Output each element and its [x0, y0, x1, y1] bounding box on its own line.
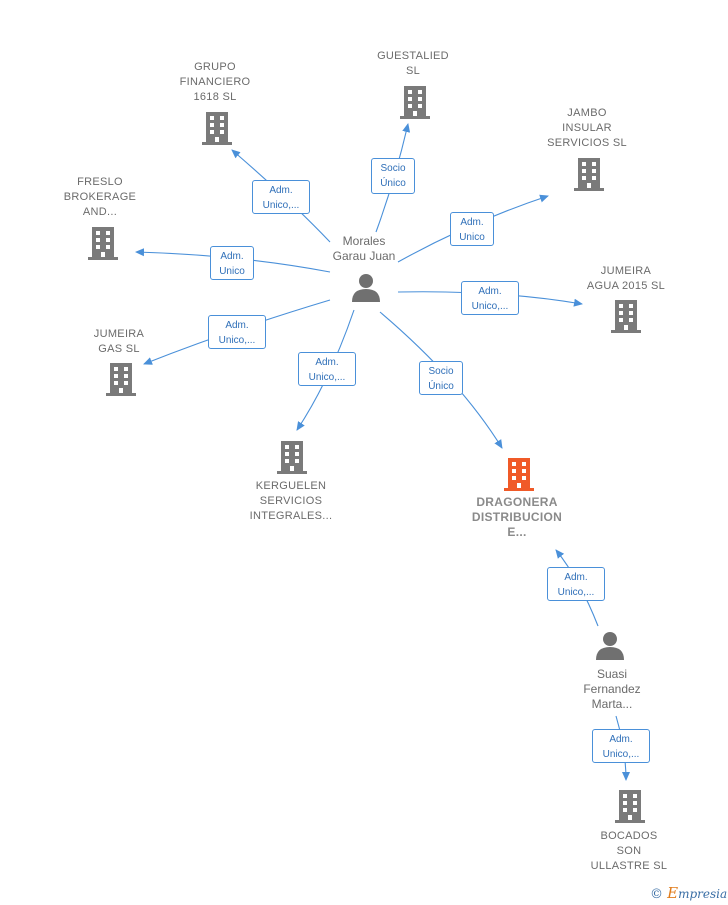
relation-freslo: Adm. Unico	[210, 246, 254, 280]
relation-jumeira-agua: Adm. Unico,...	[461, 281, 519, 315]
company-label-bocados[interactable]: BOCADOS SON ULLASTRE SL	[590, 830, 668, 872]
relation-marta-bocados: Adm. Unico,...	[592, 729, 650, 763]
relation-dragonera: Socio Único	[419, 361, 463, 395]
person-label-marta[interactable]: Suasi Fernandez Marta...	[583, 667, 641, 711]
company-label-freslo[interactable]: FRESLO BROKERAGE AND...	[63, 176, 137, 218]
building-icon	[611, 300, 641, 333]
building-icon	[400, 86, 430, 119]
company-label-grupo[interactable]: GRUPO FINANCIERO 1618 SL	[179, 61, 251, 103]
relation-kerguelen: Adm. Unico,...	[298, 352, 356, 386]
person-label-center[interactable]: Morales Garau Juan	[332, 234, 396, 263]
relation-jambo: Adm. Unico	[450, 212, 494, 246]
brand-initial: E	[667, 884, 679, 902]
empresia-logo[interactable]: © Empresia	[650, 884, 727, 902]
company-label-jumeira-gas[interactable]: JUMEIRA GAS SL	[93, 328, 145, 355]
person-icon	[596, 632, 624, 660]
relation-guestalied: Socio Único	[371, 158, 415, 194]
building-icon	[106, 363, 136, 396]
relation-jumeira-gas: Adm. Unico,...	[208, 315, 266, 349]
brand-name: mpresia	[678, 887, 728, 901]
company-label-kerguelen[interactable]: KERGUELEN SERVICIOS INTEGRALES...	[249, 480, 333, 522]
relation-grupo: Adm. Unico,...	[252, 180, 310, 214]
building-icon	[88, 227, 118, 260]
copyright-icon: ©	[650, 887, 663, 902]
company-label-jumeira-agua[interactable]: JUMEIRA AGUA 2015 SL	[586, 265, 666, 292]
building-icon	[615, 790, 645, 823]
person-icon	[352, 274, 380, 302]
relation-marta-dragonera: Adm. Unico,...	[547, 567, 605, 601]
building-icon-highlight	[504, 458, 534, 491]
company-label-guestalied[interactable]: GUESTALIED SL	[377, 50, 449, 77]
company-label-dragonera[interactable]: DRAGONERA DISTRIBUCION E...	[471, 495, 563, 539]
building-icon	[277, 441, 307, 474]
building-icon	[574, 158, 604, 191]
company-label-jambo[interactable]: JAMBO INSULAR SERVICIOS SL	[547, 107, 627, 149]
building-icon	[202, 112, 232, 145]
